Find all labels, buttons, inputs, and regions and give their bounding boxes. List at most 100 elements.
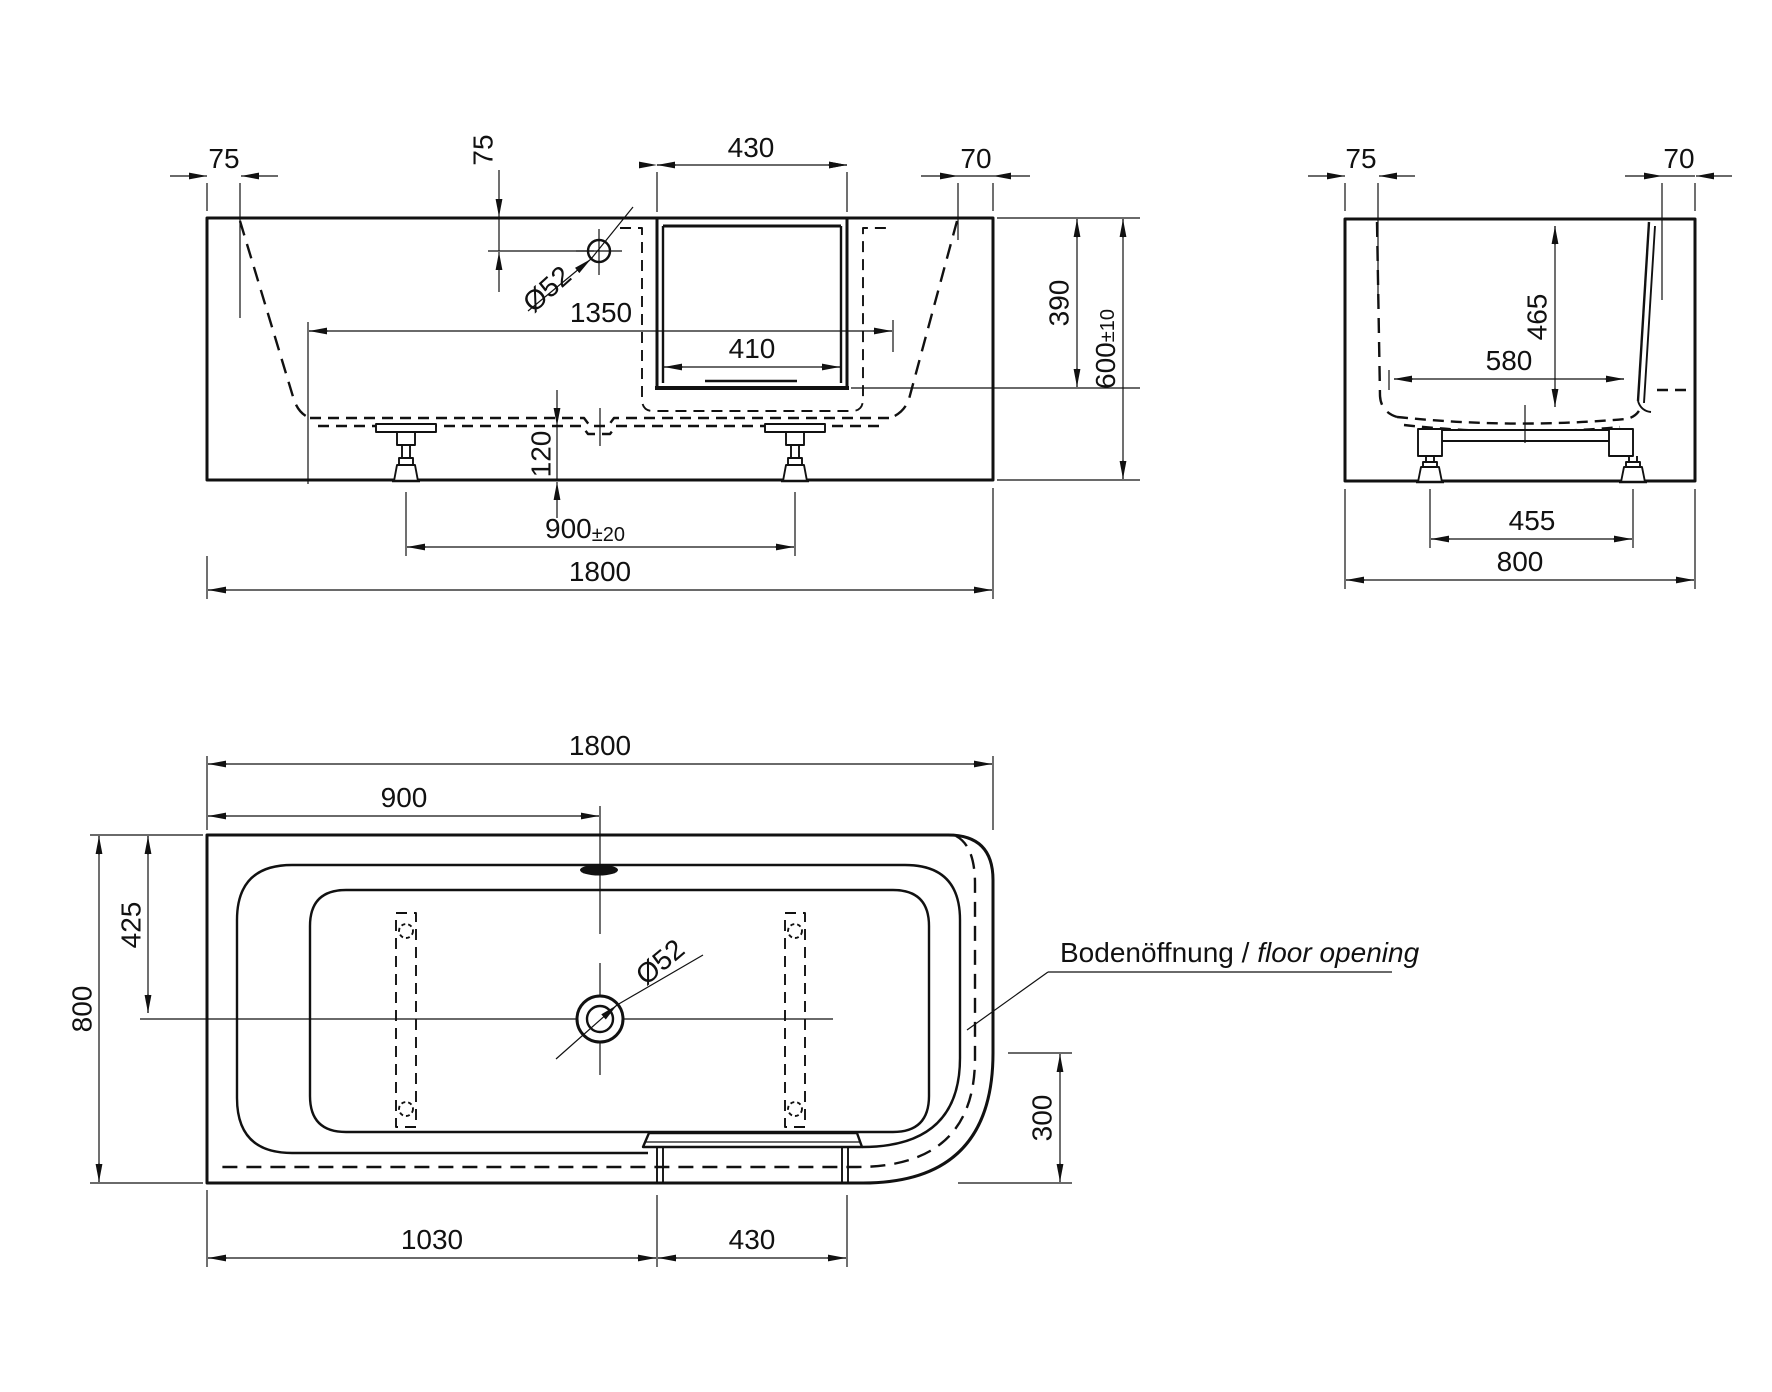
front-dim-height-600: 600±10 — [997, 219, 1140, 481]
dim-label: 900 — [381, 782, 428, 813]
foot-plate — [375, 423, 437, 433]
plan-drain: Ø52 — [140, 933, 833, 1075]
dim-label: 425 — [116, 902, 147, 949]
side-foot-left — [1416, 456, 1444, 484]
dim-label: 410 — [729, 333, 776, 364]
dim-label: 800 — [67, 986, 98, 1033]
plan-dim-door-1030: 1030 — [206, 1190, 658, 1267]
dim-label: 120 — [526, 431, 557, 478]
side-door-outer — [1636, 221, 1651, 402]
side-hidden-left-wall — [1375, 221, 1398, 419]
front-foot-left — [375, 423, 437, 483]
floor-opening-label-en: floor opening — [1257, 937, 1419, 968]
plan-dim-overflow-900: 900 — [208, 782, 599, 820]
dim-tolerance: ±20 — [592, 524, 625, 546]
dim-value: 600 — [1090, 342, 1121, 389]
side-door-inner — [1643, 225, 1656, 404]
side-hidden-bottom-upper — [1396, 406, 1643, 425]
rail-hole-bottom — [398, 1101, 414, 1117]
plan-door — [641, 1131, 864, 1183]
door-threshold — [641, 1131, 864, 1149]
side-outer-body — [1343, 217, 1697, 483]
front-foot-right — [764, 423, 826, 483]
dim-label: 390 — [1044, 280, 1075, 327]
front-door — [620, 219, 886, 412]
plan-floor-opening-hidden-line — [215, 834, 977, 1169]
side-dim-width-800: 800 — [1344, 489, 1696, 589]
foot-pad — [782, 464, 808, 482]
leader-line — [966, 971, 1049, 1031]
front-dim-feet-900: 900±20 — [405, 492, 796, 556]
drain-leader-tail — [590, 206, 634, 260]
foot-pad — [393, 464, 419, 482]
rail-hole-top — [787, 923, 803, 939]
front-view: Ø52 75 75 430 — [170, 132, 1140, 599]
front-door-hidden-outline — [620, 227, 886, 412]
plan-foot-rail-left — [395, 912, 417, 1128]
dim-label: 300 — [1027, 1095, 1058, 1142]
front-dim-inner-1350: 1350 — [307, 297, 894, 484]
front-dim-door-depth-390: 390 — [851, 217, 1140, 389]
dim-label: 70 — [960, 143, 991, 174]
dim-label: 430 — [729, 1224, 776, 1255]
dim-label: 900±20 — [545, 513, 625, 546]
front-hidden-bottom-lower — [318, 424, 884, 436]
plan-dim-corner-300: 300 — [958, 1052, 1072, 1184]
front-dim-drain-75: 75 — [468, 134, 594, 292]
plan-outer-rim — [205, 833, 995, 1185]
front-dim-support-120: 120 — [526, 390, 561, 518]
front-hidden-left-slope — [238, 220, 311, 420]
plan-foot-rail-right — [784, 912, 806, 1128]
plan-dim-center-425: 425 — [90, 834, 203, 1013]
dim-value: 900 — [545, 513, 592, 544]
dim-label: 580 — [1486, 345, 1533, 376]
rail-slot — [395, 912, 417, 1128]
dim-label: 70 — [1663, 143, 1694, 174]
plan-drain-diameter-label: Ø52 — [630, 933, 690, 991]
frame-plate-left — [1417, 428, 1443, 457]
foot-collar — [787, 457, 803, 466]
front-dim-rim-right-70: 70 — [921, 143, 1030, 240]
dim-label: 1350 — [570, 297, 632, 328]
floor-opening-label-de: Bodenöffnung — [1060, 937, 1234, 968]
drain-leader-tail — [616, 954, 704, 1006]
plan-floor-opening-callout: Bodenöffnung / floor opening — [966, 937, 1420, 1031]
drain-leader-arrow — [527, 258, 592, 312]
dim-label: 430 — [728, 132, 775, 163]
dim-label: 600±10 — [1090, 309, 1121, 389]
side-dim-rim-right-70: 70 — [1625, 143, 1732, 300]
foot-pad — [1417, 466, 1443, 483]
plan-overflow-slot — [580, 864, 618, 876]
dim-label: 465 — [1522, 294, 1553, 341]
rail-hole-bottom — [787, 1101, 803, 1117]
drain-leader-arrow — [555, 1004, 618, 1060]
plan-inner-rim — [235, 863, 962, 1155]
foot-bracket — [785, 431, 805, 446]
dim-label: 455 — [1509, 505, 1556, 536]
foot-pad — [1620, 466, 1646, 483]
side-support-frame — [1417, 405, 1634, 457]
dim-label: 75 — [1345, 143, 1376, 174]
front-dim-door-top-430: 430 — [639, 132, 848, 212]
side-dim-depth-465: 465 — [1522, 226, 1559, 407]
side-dim-bottom-580: 580 — [1388, 345, 1624, 390]
side-foot-right — [1619, 456, 1647, 484]
side-dim-rim-left-75: 75 — [1308, 143, 1415, 300]
dim-label: 1800 — [569, 556, 631, 587]
dim-label: 1800 — [569, 730, 631, 761]
dim-label: 75 — [468, 134, 499, 165]
front-dim-rim-left-75: 75 — [170, 143, 278, 318]
foot-collar — [398, 457, 414, 466]
dim-label: 1030 — [401, 1224, 463, 1255]
frame-plate-right — [1608, 428, 1634, 457]
plan-bowl — [308, 888, 931, 1134]
dim-tolerance: ±10 — [1097, 309, 1119, 342]
side-door-foot — [1637, 400, 1652, 413]
dim-label: 800 — [1497, 546, 1544, 577]
front-dim-door-bottom-410: 410 — [664, 333, 840, 371]
plan-dim-door-430: 430 — [658, 1195, 848, 1267]
foot-bracket — [396, 431, 416, 446]
front-outer-body — [205, 216, 995, 482]
foot-plate — [764, 423, 826, 433]
